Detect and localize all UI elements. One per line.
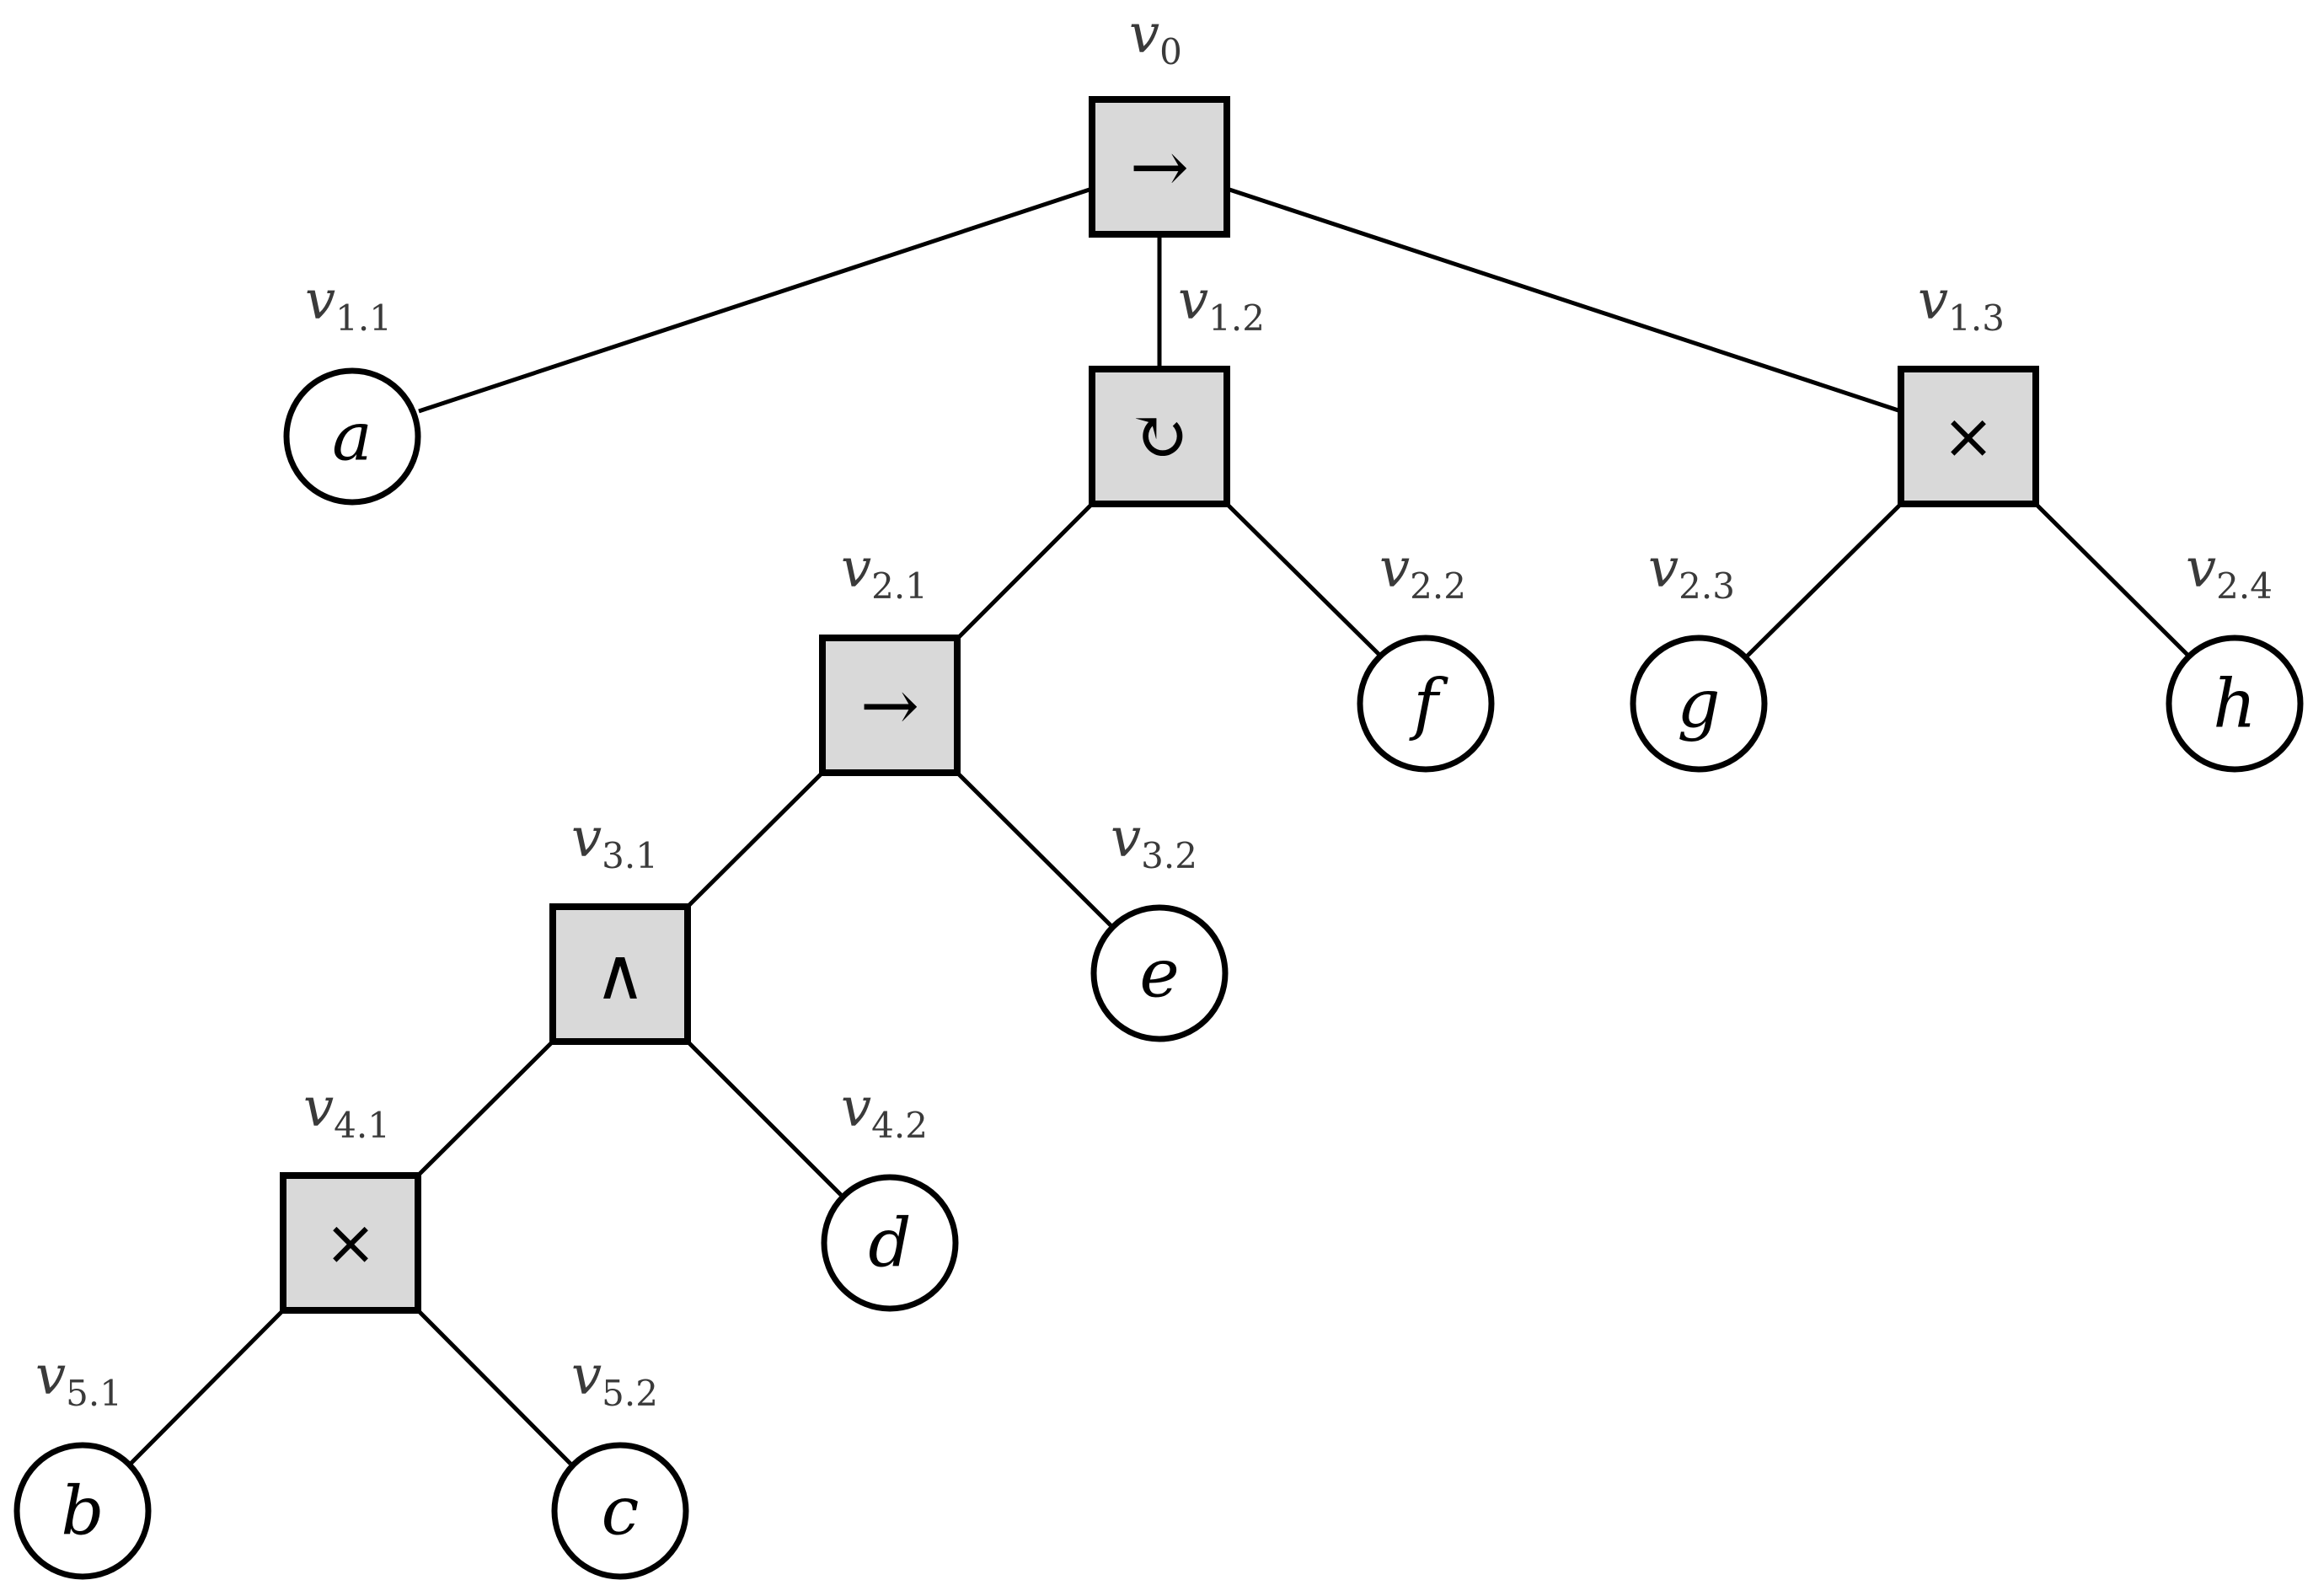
- edge-v1.2-v2.1: [956, 502, 1094, 640]
- leaf-circle: [1357, 635, 1495, 773]
- leaf-activity: b: [61, 1472, 104, 1550]
- node-label-v3.2: v3.2: [1111, 807, 1197, 876]
- operator-node-v1.3: ×: [1898, 366, 2039, 507]
- node-label-v0: v0: [1129, 3, 1182, 72]
- node-label-letter: v: [571, 807, 602, 870]
- leaf-activity: d: [868, 1204, 911, 1283]
- node-label-v2.1: v2.1: [841, 538, 928, 607]
- leaf-circle: [821, 1174, 959, 1312]
- node-label-subscript: 2.2: [1410, 565, 1466, 607]
- leaf-circle: [1090, 904, 1229, 1042]
- operator-node-v4.1: ×: [280, 1172, 421, 1314]
- leaf-circle: [551, 1442, 689, 1580]
- node-labels: v0 v1.1 v1.2 v1.3 v2.1 v2.2 v2.3 v2.4 v3…: [35, 3, 2273, 1414]
- leaf-node-v4.2: d: [821, 1174, 959, 1312]
- edge-v2.1-v3.1: [686, 771, 824, 908]
- operator-symbol: →: [860, 664, 919, 747]
- operator-box: [1898, 366, 2039, 507]
- node-label-letter: v: [1379, 538, 1410, 600]
- node-label-subscript: 5.2: [602, 1373, 658, 1414]
- operator-symbol: ×: [1942, 400, 1994, 473]
- operator-symbol: ∧: [594, 933, 645, 1015]
- operator-symbol: ×: [324, 1207, 377, 1279]
- node-label-letter: v: [1918, 270, 1948, 332]
- leaf-activity: g: [1677, 665, 1720, 743]
- node-label-letter: v: [841, 538, 871, 600]
- leaf-node-v2.4: h: [2166, 635, 2304, 773]
- operator-box: [1089, 96, 1230, 238]
- leaf-circle: [2166, 635, 2304, 773]
- edge-v1.3-v2.4: [2034, 502, 2190, 657]
- node-label-v5.2: v5.2: [571, 1345, 658, 1414]
- leaf-node-v2.3: g: [1630, 635, 1768, 773]
- leaf-circle: [283, 367, 421, 506]
- node-label-letter: v: [841, 1077, 871, 1139]
- edge-v3.1-v4.1: [416, 1040, 554, 1177]
- leaf-node-v1.1: a: [283, 367, 421, 506]
- node-label-subscript: 2.1: [871, 565, 928, 607]
- node-label-letter: v: [1178, 270, 1208, 332]
- leaf-node-v5.1: b: [13, 1442, 152, 1580]
- node-label-letter: v: [303, 1077, 334, 1139]
- edge-v1.2-v2.2: [1225, 502, 1382, 657]
- node-label-subscript: 3.1: [602, 835, 658, 876]
- node-label-subscript: 4.1: [334, 1105, 390, 1146]
- operator-node-v3.1: ∧: [549, 903, 691, 1045]
- leaf-node-v5.2: c: [551, 1442, 689, 1580]
- node-label-subscript: 1.3: [1948, 297, 2005, 339]
- node-label-subscript: 1.1: [335, 297, 392, 339]
- leaf-activity: a: [332, 398, 372, 476]
- node-label-letter: v: [305, 270, 335, 332]
- operator-box: [819, 635, 961, 776]
- node-label-v1.1: v1.1: [305, 270, 392, 339]
- operator-box: [549, 903, 691, 1045]
- node-label-subscript: 4.2: [871, 1105, 928, 1146]
- node-label-letter: v: [1111, 807, 1141, 870]
- operator-symbol: →: [1130, 126, 1189, 208]
- leaf-circle: [1630, 635, 1768, 773]
- node-label-letter: v: [2186, 538, 2216, 600]
- operator-node-v1.2: ↻: [1089, 366, 1230, 507]
- node-label-subscript: 2.3: [1679, 565, 1735, 607]
- edge-v2.1-v3.2: [956, 771, 1112, 927]
- operator-node-v0: →: [1089, 96, 1230, 238]
- leaf-activity: h: [2213, 665, 2257, 743]
- node-label-v2.3: v2.3: [1648, 538, 1735, 607]
- node-label-subscript: 2.4: [2216, 565, 2273, 607]
- leaf-activity: c: [602, 1472, 640, 1550]
- operator-node-v2.1: →: [819, 635, 961, 776]
- node-label-v2.4: v2.4: [2186, 538, 2273, 607]
- node-label-v3.1: v3.1: [571, 807, 658, 876]
- node-label-letter: v: [1648, 538, 1679, 600]
- edge-v4.1-v5.1: [129, 1309, 285, 1465]
- leaf-node-v2.2: f: [1357, 635, 1495, 773]
- edge-v3.1-v4.2: [686, 1040, 843, 1197]
- edge-v0-v1.1: [418, 186, 1093, 414]
- operator-box: [280, 1172, 421, 1314]
- leaf-activity: e: [1139, 935, 1179, 1013]
- operator-symbol: ↻: [1130, 395, 1189, 478]
- leaf-node-v3.2: e: [1090, 904, 1229, 1042]
- node-label-v5.1: v5.1: [35, 1345, 122, 1414]
- node-label-subscript: 3.2: [1141, 835, 1197, 876]
- node-label-v1.3: v1.3: [1918, 270, 2005, 339]
- node-label-letter: v: [35, 1345, 66, 1407]
- node-label-letter: v: [571, 1345, 602, 1407]
- leaf-circle: [13, 1442, 152, 1580]
- node-label-subscript: 5.1: [66, 1373, 122, 1414]
- node-label-letter: v: [1129, 3, 1159, 66]
- node-label-v2.2: v2.2: [1379, 538, 1466, 607]
- node-label-subscript: 0: [1159, 31, 1182, 72]
- edge-v0-v1.3: [1226, 186, 1902, 414]
- edge-v4.1-v5.2: [416, 1309, 572, 1465]
- operator-box: [1089, 366, 1230, 507]
- node-label-v4.1: v4.1: [303, 1077, 390, 1146]
- node-label-v4.2: v4.2: [841, 1077, 928, 1146]
- edges: [129, 186, 2190, 1465]
- node-label-v1.2: v1.2: [1178, 270, 1265, 339]
- node-label-subscript: 1.2: [1208, 297, 1265, 339]
- edge-v1.3-v2.3: [1746, 502, 1903, 657]
